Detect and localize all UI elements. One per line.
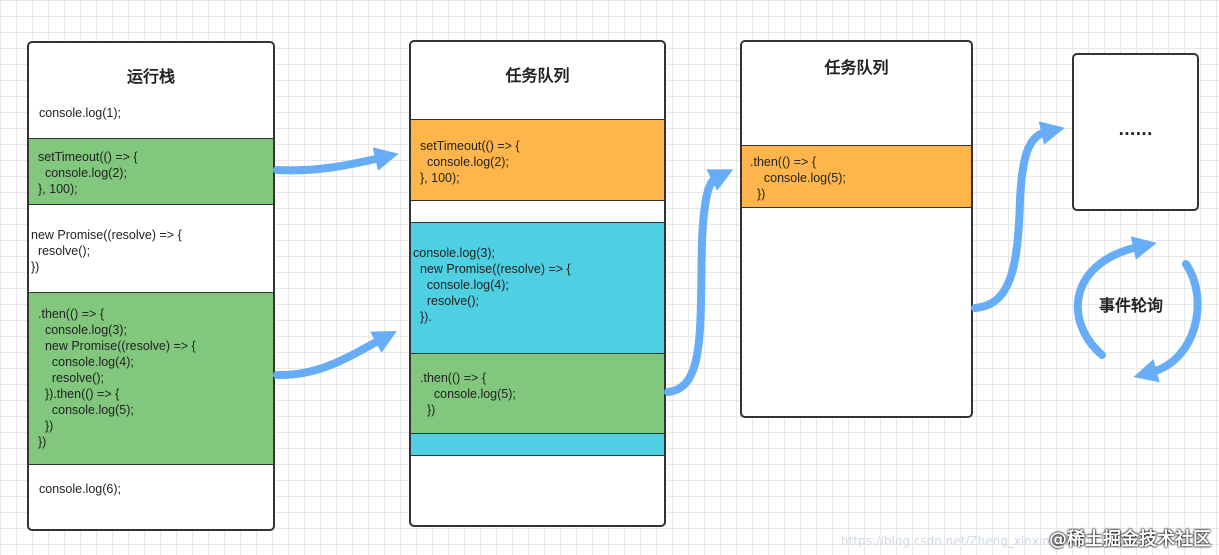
arrow-queue2-to-next bbox=[971, 121, 1065, 312]
arrow-queue1-to-queue2 bbox=[664, 169, 734, 396]
call-stack-then-block: .then(() => { console.log(3); new Promis… bbox=[29, 292, 273, 465]
event-loop-arc-bottom bbox=[1133, 260, 1202, 383]
arrow-settimeout-to-queue bbox=[273, 147, 399, 175]
event-loop-label: 事件轮询 bbox=[1098, 296, 1163, 315]
task-queue-1-empty-block bbox=[411, 433, 664, 456]
task-queue-2-then-block: .then(() => { console.log(5); }) bbox=[742, 145, 971, 208]
task-queue-2-then-code: .then(() => { console.log(5); }) bbox=[750, 155, 846, 201]
call-stack-then-code: .then(() => { console.log(3); new Promis… bbox=[38, 307, 196, 449]
watermark-text: @稀土掘金技术社区 bbox=[1049, 529, 1211, 550]
call-stack-title: 运行栈 bbox=[126, 67, 175, 86]
task-queue-1-microtask-block: console.log(3); new Promise((resolve) =>… bbox=[411, 222, 664, 355]
task-queue-1-title: 任务队列 bbox=[505, 66, 570, 85]
watermark-url: https://blog.csdn.net/Zheng_xinxin bbox=[841, 534, 1050, 548]
arrow-then-to-queue bbox=[273, 330, 397, 380]
task-queue-1-settimeout-code: setTimeout(() => { console.log(2); }, 10… bbox=[420, 139, 520, 185]
next-box: ...... bbox=[1072, 53, 1199, 211]
task-queue-2-title: 任务队列 bbox=[824, 58, 889, 77]
task-queue-panel-1: 任务队列 setTimeout(() => { console.log(2); … bbox=[409, 40, 666, 527]
call-stack-promise-code: new Promise((resolve) => { resolve(); }) bbox=[31, 228, 182, 274]
task-queue-1-then-code: .then(() => { console.log(5); }) bbox=[420, 371, 516, 417]
next-box-label: ...... bbox=[1118, 121, 1153, 139]
call-stack-settimeout-block: setTimeout(() => { console.log(2); }, 10… bbox=[29, 138, 273, 205]
task-queue-panel-2: 任务队列 .then(() => { console.log(5); }) bbox=[740, 40, 973, 418]
call-stack-line1: console.log(1); bbox=[39, 106, 121, 120]
call-stack-line6: console.log(6); bbox=[39, 482, 121, 496]
task-queue-1-then-block: .then(() => { console.log(5); }) bbox=[411, 353, 664, 434]
task-queue-1-settimeout-block: setTimeout(() => { console.log(2); }, 10… bbox=[411, 119, 664, 201]
call-stack-settimeout-code: setTimeout(() => { console.log(2); }, 10… bbox=[38, 150, 138, 196]
call-stack-panel: 运行栈 console.log(1); setTimeout(() => { c… bbox=[27, 41, 275, 531]
event-loop-arc-top bbox=[1073, 236, 1157, 359]
task-queue-1-microtask-code: console.log(3); new Promise((resolve) =>… bbox=[413, 246, 571, 324]
watermark: https://blog.csdn.net/Zheng_xinxin @稀土掘金… bbox=[841, 525, 1211, 551]
